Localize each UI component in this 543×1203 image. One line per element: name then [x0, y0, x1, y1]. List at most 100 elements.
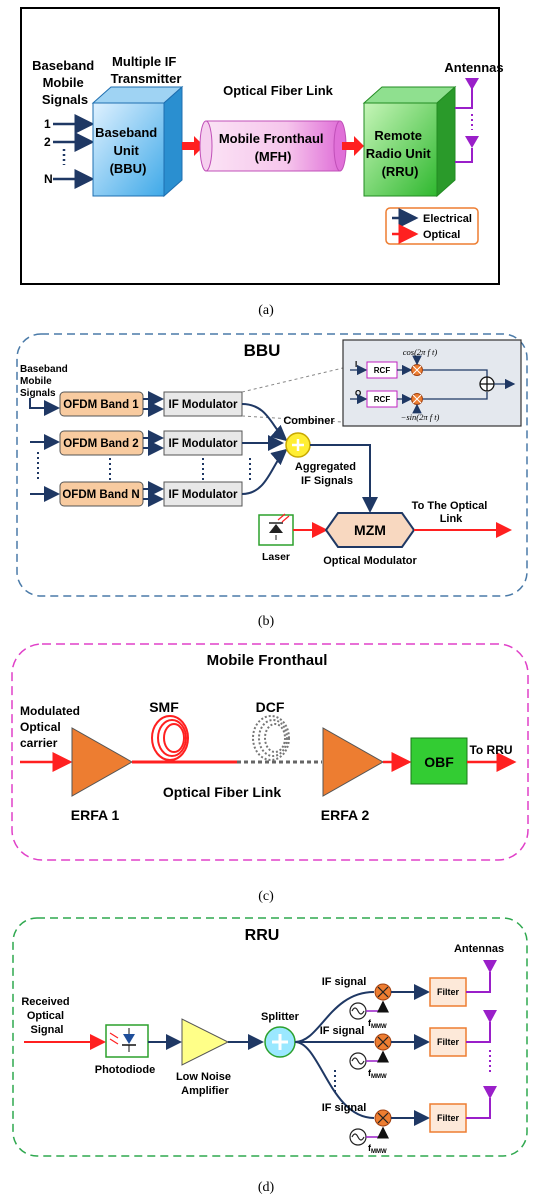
if-modulator-1	[163, 391, 243, 417]
panel-c: Mobile Fronthaul Modulated Optical carri…	[11, 643, 529, 904]
fmmw-3-label: fMMW	[368, 1143, 387, 1155]
legend-optical: Optical	[423, 229, 460, 241]
modn-to-combiner	[241, 448, 288, 495]
rru-title: RRU	[245, 927, 280, 944]
link-title: Optical Fiber Link	[223, 83, 334, 98]
lna-icon	[181, 1018, 230, 1066]
erfa-1-label: ERFA 1	[71, 807, 120, 823]
mzm-label: MZM	[354, 522, 386, 538]
panel-b: BBU Baseband Mobile Signals OFDM Band 1 …	[16, 333, 528, 629]
lna-label: Low Noise Amplifier	[176, 1071, 234, 1097]
splitter-label: Splitter	[261, 1011, 300, 1023]
if-modulator-1-label: IF Modulator	[169, 399, 239, 411]
rru-cube: Remote Radio Unit (RRU)	[362, 85, 457, 198]
laser-diode-icon	[269, 524, 283, 533]
oscillator-3-icon	[349, 1128, 367, 1146]
transmitter-title: Multiple IF Transmitter	[111, 54, 182, 86]
caption-d: (d)	[258, 1180, 275, 1195]
panel-d-frame	[12, 917, 528, 1157]
legend-electrical: Electrical	[423, 213, 472, 225]
oscillator-1-icon	[349, 1002, 367, 1020]
panel-b-frame	[16, 333, 528, 597]
antennas-title: Antennas	[444, 60, 503, 75]
bbu-label: Baseband Unit (BBU)	[95, 125, 161, 176]
rru-antenna-1-icon	[466, 960, 497, 993]
mfh-cylinder: Mobile Fronthaul (MFH)	[199, 120, 347, 172]
mfh-label: Mobile Fronthaul (MFH)	[219, 131, 327, 164]
laser	[258, 513, 294, 546]
to-optical-link-label: To The Optical Link	[412, 500, 491, 525]
antenna-top-icon	[455, 78, 479, 109]
inset-mixer-q-icon	[411, 393, 423, 405]
filter-2-label: Filter	[437, 1037, 460, 1047]
received-signal-label: Received Optical Signal	[21, 996, 72, 1036]
rru-antenna-2-icon	[466, 1010, 497, 1043]
if-signal-1-label: IF signal	[322, 976, 367, 988]
panel-d: RRU Received Optical Signal Photodiode L…	[12, 917, 528, 1195]
erfa-1-icon	[71, 727, 134, 797]
if-modulator-2	[163, 430, 243, 456]
inset-sum-icon	[479, 376, 495, 392]
branch-1	[294, 991, 375, 1043]
if-modulator-2-label: IF Modulator	[169, 438, 239, 450]
zoom-line-bottom	[241, 415, 344, 423]
photodiode-icon	[123, 1034, 135, 1044]
combiner-label: Combiner	[283, 415, 335, 427]
combiner-icon	[285, 432, 311, 458]
legend: Electrical Optical	[385, 207, 479, 245]
inset-rcf-i-label: RCF	[374, 366, 391, 375]
iq-arrows	[143, 391, 164, 507]
inset-i-label: I	[355, 360, 357, 369]
panel-a: Baseband Mobile Signals Multiple IF Tran…	[20, 7, 504, 318]
inset-cos-label: cos(2π f t)	[403, 347, 438, 357]
if-modulator-inset: I Q RCF RCF cos(2π f t) −sin(2π f t)	[342, 339, 522, 427]
fiber-link-label: Optical Fiber Link	[163, 784, 281, 800]
inset-sin-label: −sin(2π f t)	[401, 412, 440, 422]
ofdm-band-1	[59, 391, 144, 417]
inset-mixer-i-icon	[411, 364, 423, 376]
rru-label: Remote Radio Unit (RRU)	[366, 128, 435, 179]
modulated-carrier-label: Modulated Optical carrier	[20, 704, 83, 750]
band1-input	[29, 398, 60, 416]
filter-1-label: Filter	[437, 987, 460, 997]
bbu-inputs-title: Baseband Mobile Signals	[20, 364, 71, 399]
inputs-title: Baseband Mobile Signals	[32, 58, 98, 107]
optical-modulator-label: Optical Modulator	[323, 555, 417, 567]
filter-3-label: Filter	[437, 1113, 460, 1123]
filter-3	[429, 1103, 467, 1133]
photodiode	[105, 1024, 149, 1058]
caption-a: (a)	[258, 303, 274, 318]
zoom-line-top	[241, 367, 344, 393]
photodiode-label: Photodiode	[95, 1064, 156, 1076]
aggregated-label: Aggregated IF Signals	[295, 461, 359, 487]
lo-2-line	[366, 1050, 389, 1063]
ofdm-band-1-label: OFDM Band 1	[63, 399, 139, 411]
obf-label: OBF	[424, 754, 454, 770]
fronthaul-title: Mobile Fronthaul	[207, 652, 328, 669]
dcf-coil-icon	[252, 715, 290, 761]
caption-c: (c)	[258, 889, 274, 904]
antenna-bottom-icon	[455, 136, 479, 163]
input-label-2: 2	[44, 135, 51, 149]
panel-c-frame	[11, 643, 529, 861]
input-label-n: N	[44, 172, 53, 186]
erfa-2-label: ERFA 2	[321, 807, 370, 823]
ofdm-band-n	[59, 481, 144, 507]
dcf-label: DCF	[256, 699, 285, 715]
combiner-to-mzm	[310, 444, 378, 513]
lo-3-line	[366, 1126, 389, 1139]
smf-coil-icon	[151, 715, 189, 761]
rru-antenna-3-icon	[466, 1086, 497, 1119]
erfa-2-icon	[322, 727, 385, 797]
optical-arrow-1	[182, 136, 204, 156]
inset-rcf-q-label: RCF	[374, 395, 391, 404]
laser-label: Laser	[262, 551, 290, 563]
bbu-cube: Baseband Unit (BBU)	[91, 85, 184, 198]
mixer-3-icon	[374, 1109, 392, 1127]
input-label-1: 1	[44, 117, 51, 131]
if-modulator-n-label: IF Modulator	[169, 489, 239, 501]
mzm-block	[324, 512, 416, 548]
ofdm-band-2	[59, 430, 144, 456]
filter-1	[429, 977, 467, 1007]
